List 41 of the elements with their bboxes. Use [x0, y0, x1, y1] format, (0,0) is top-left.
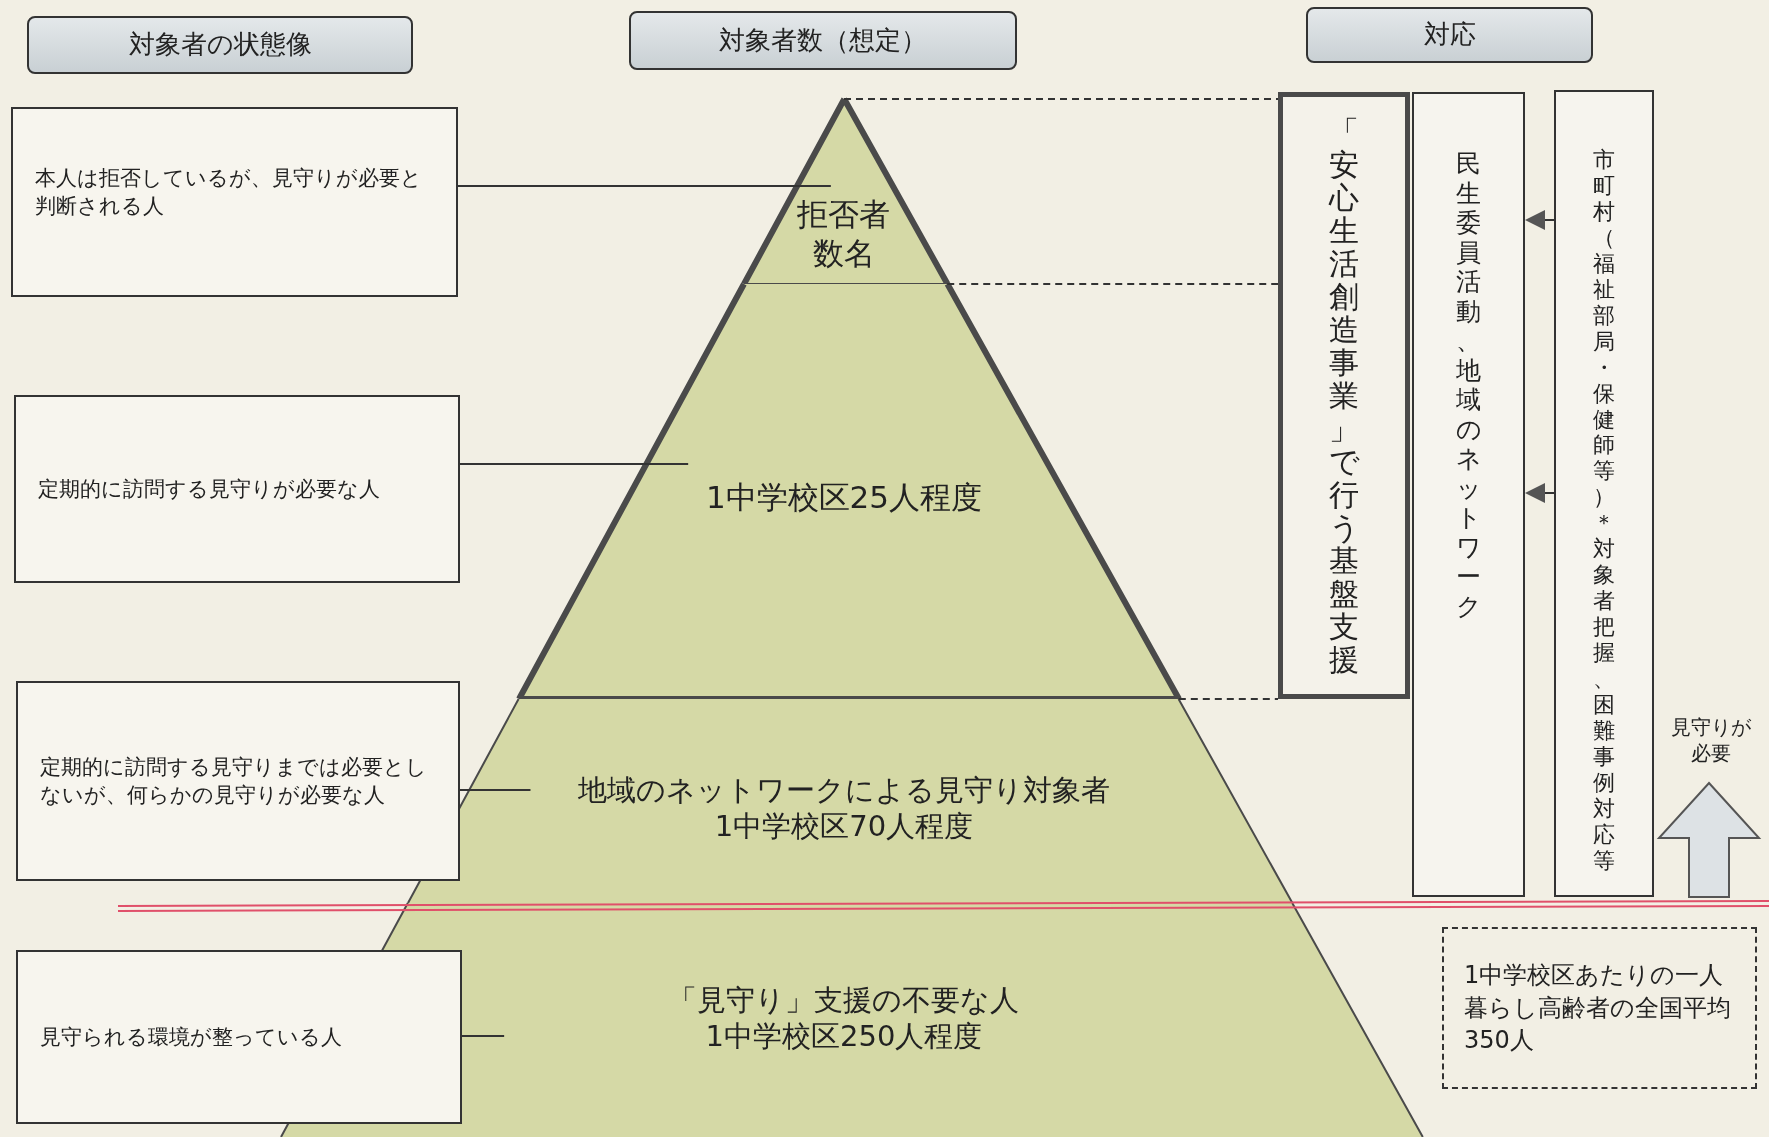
count-label: 1中学校区70人程度 [713, 808, 975, 845]
arrow [1525, 210, 1555, 230]
note-box [1442, 927, 1757, 1089]
tier-label: 拒否者数名 [796, 195, 892, 273]
box-label: 定期的に訪問する見守りが必要な人 [38, 475, 380, 503]
vertical-label: 「安心生活創造事業」で行う基盤支援 [1328, 115, 1360, 676]
tier-label: 1中学校区25人程度 [704, 478, 984, 517]
guide-line [1177, 698, 1279, 700]
box-label: 対象者数（想定） [719, 23, 927, 57]
text-box [14, 395, 460, 583]
column-box [1412, 92, 1525, 897]
header-box [27, 16, 413, 74]
text-box [16, 950, 462, 1124]
pyramid-tier [518, 284, 1179, 699]
box-label: 1中学校区あたりの一人暮らし高齢者の全国平均350人 [1464, 960, 1732, 1057]
guide-line [946, 283, 1279, 285]
leader-line [459, 789, 532, 791]
box-label: 対応 [1423, 18, 1476, 52]
project-box [1278, 92, 1410, 699]
note-text: 見守りが必要 [1670, 714, 1752, 766]
box-label: 対象者の状態像 [128, 28, 312, 62]
text-box [16, 681, 460, 881]
arrow [1525, 483, 1555, 503]
leader-line [459, 463, 690, 465]
guide-line [843, 98, 1279, 100]
text-box [11, 107, 458, 297]
count-label: 1中学校区250人程度 [704, 1018, 984, 1055]
box-label: 定期的に訪問する見守りまでは必要としないが、何らかの見守りが必要な人 [40, 753, 428, 809]
header-box [1306, 7, 1593, 63]
leader-line [457, 185, 832, 187]
pyramid-tier [743, 99, 948, 284]
vertical-label: 市町村（福祉部局・保健師等）＊対象者把握、困難事例対応等 [1592, 147, 1616, 874]
column-box [1554, 90, 1654, 897]
box-label: 見守られる環境が整っている人 [40, 1023, 342, 1051]
tier-label: 「見守り」支援の不要な人 [667, 982, 1021, 1019]
pyramid-tier [408, 699, 1293, 903]
box-label: 本人は拒否しているが、見守りが必要と判断される人 [35, 164, 423, 220]
tier-label: 地域のネットワークによる見守り対象者 [577, 772, 1111, 809]
header-box [629, 11, 1017, 70]
vertical-label: 民生委員活動、地域のネットワーク [1455, 149, 1482, 621]
leader-line [461, 1035, 506, 1037]
